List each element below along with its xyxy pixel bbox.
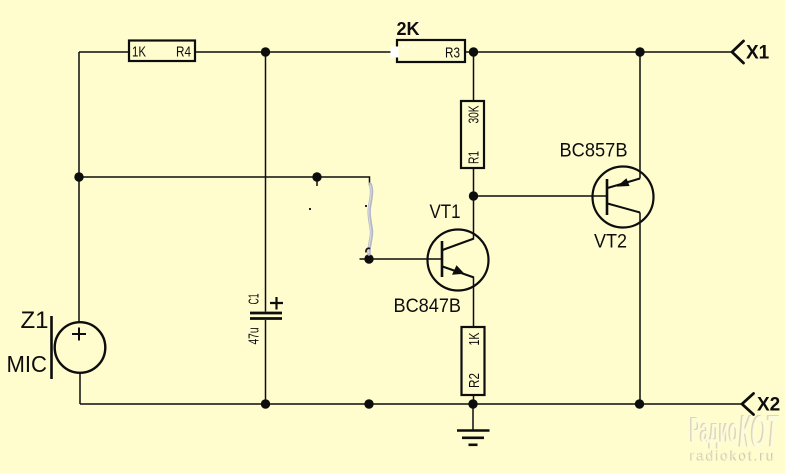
svg-text:BC857B: BC857B (560, 140, 628, 162)
svg-text:R2: R2 (466, 373, 483, 388)
svg-text:Радио: Радио (691, 410, 739, 450)
svg-text:47u: 47u (246, 328, 263, 345)
svg-text:КОТ: КОТ (738, 408, 779, 457)
svg-text:radiokot.ru: radiokot.ru (690, 448, 776, 463)
svg-text:R4: R4 (176, 44, 191, 61)
svg-text:radiokot.ru: radiokot.ru (690, 449, 776, 464)
svg-text:MIC: MIC (7, 351, 48, 377)
svg-text:X1: X1 (746, 43, 770, 64)
svg-text:BC847B: BC847B (394, 295, 462, 317)
svg-text:Радио: Радио (689, 409, 737, 449)
svg-text:30K: 30K (466, 106, 483, 124)
svg-text:1K: 1K (132, 44, 146, 61)
svg-text:КОТ: КОТ (740, 409, 781, 458)
svg-text:R1: R1 (466, 151, 483, 164)
svg-text:2K: 2K (397, 19, 420, 39)
svg-text:R3: R3 (445, 45, 460, 62)
svg-text:VT2: VT2 (594, 232, 627, 253)
svg-text:C1: C1 (246, 294, 263, 305)
svg-text:X2: X2 (757, 395, 780, 416)
svg-text:Z1: Z1 (21, 307, 49, 334)
svg-text:1K: 1K (466, 333, 483, 346)
svg-text:VT1: VT1 (430, 202, 461, 223)
